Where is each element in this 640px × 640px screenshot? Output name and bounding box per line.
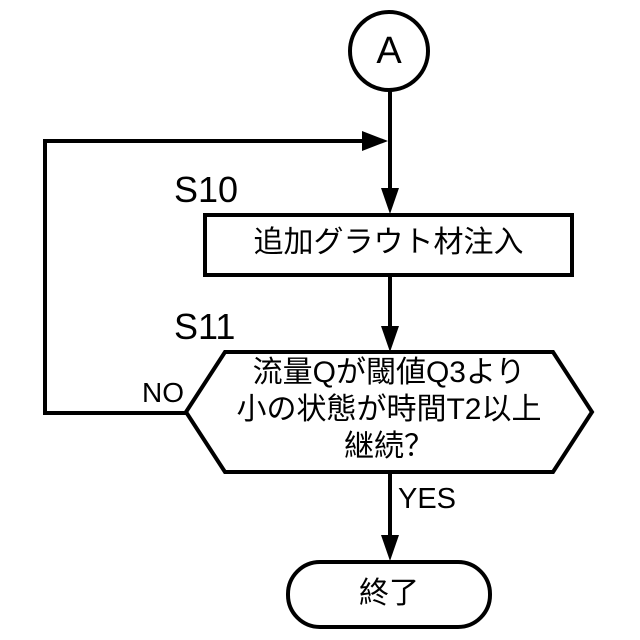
decision-s11-label-line1: 流量Qが閾値Q3より bbox=[252, 356, 526, 389]
yes-branch-label: YES bbox=[398, 483, 457, 515]
decision-arrowhead-icon bbox=[381, 326, 399, 352]
decision-s11-label-line3: 継続？ bbox=[344, 430, 434, 463]
no-loop-arrowhead-icon bbox=[362, 131, 388, 151]
connector-a-label: A bbox=[376, 30, 402, 72]
decision-s11-label: 流量Qが閾値Q3より 小の状態が時間T2以上 継続？ bbox=[189, 354, 589, 465]
end-label: 終了 bbox=[359, 577, 419, 610]
step-id-s11: S11 bbox=[174, 306, 236, 347]
end-arrowhead-icon bbox=[381, 535, 399, 561]
connector-a-circle bbox=[348, 10, 430, 92]
no-loop-connector-line bbox=[43, 139, 364, 415]
step-id-s10: S10 bbox=[174, 169, 239, 210]
process-s10-label: 追加グラウト材注入 bbox=[253, 226, 524, 259]
process-s10-box bbox=[203, 213, 574, 277]
no-branch-label: NO bbox=[142, 377, 184, 408]
decision-s11-hexagon bbox=[183, 350, 595, 474]
decision-s11-label-line2: 小の状態が時間T2以上 bbox=[236, 393, 542, 426]
end-terminator-box bbox=[286, 560, 492, 629]
process-arrowhead-icon bbox=[381, 188, 399, 214]
